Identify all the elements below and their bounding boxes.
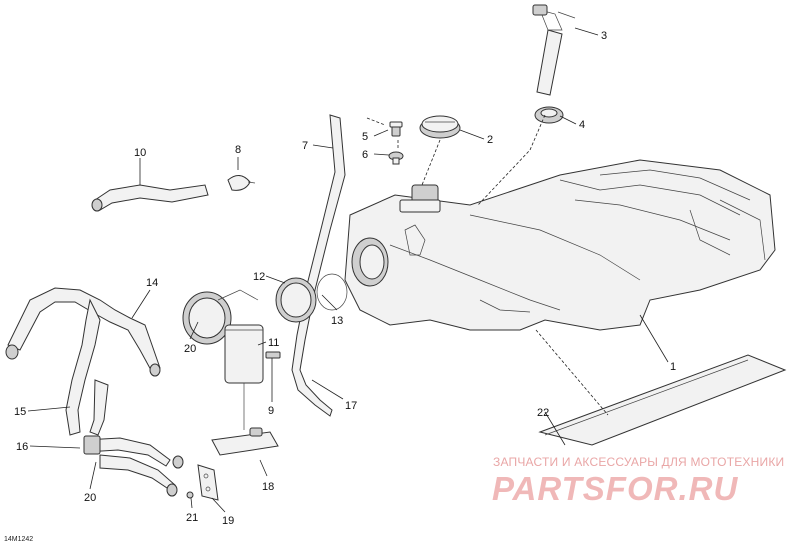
- callout-13: 13: [331, 315, 343, 327]
- callout-4: 4: [579, 119, 585, 131]
- valve-and-grommet: [388, 121, 404, 165]
- grommet: [534, 106, 564, 124]
- callout-17: 17: [345, 400, 357, 412]
- callout-9: 9: [268, 405, 274, 417]
- callout-14: 14: [146, 277, 158, 289]
- vent-hose: [291, 114, 346, 417]
- callout-19: 19: [222, 515, 234, 527]
- watermark-caption: ЗАПЧАСТИ И АКСЕССУАРЫ ДЛЯ МОТОТЕХНИКИ: [493, 455, 785, 469]
- dashed-path-5: [366, 117, 386, 126]
- callout-21: 21: [186, 512, 198, 524]
- fuel-cap: [419, 115, 461, 139]
- filler-tube: [532, 4, 576, 96]
- callout-5: 5: [362, 131, 368, 143]
- bracket: [186, 464, 219, 501]
- callout-1: 1: [670, 361, 676, 373]
- hose-assembly: [5, 287, 184, 497]
- fuel-tank: [344, 159, 776, 331]
- callout-20-hose: 20: [84, 492, 96, 504]
- callout-11: 11: [268, 337, 279, 349]
- filter: [211, 427, 279, 456]
- callout-18: 18: [262, 481, 274, 493]
- dashed-path-2: [421, 139, 441, 186]
- callout-15: 15: [14, 406, 26, 418]
- callout-numbers: 1 2 3 4 5 6 7 8 9 10 11 12 13 14 15 16 1…: [14, 30, 676, 527]
- hose-10: [91, 184, 209, 212]
- clamp-8: [227, 175, 256, 191]
- drawing-code: 14M1242: [4, 536, 34, 543]
- callout-20-pump: 20: [184, 343, 196, 355]
- callout-22: 22: [537, 407, 549, 419]
- watermark-logo: PARTSFOR.RU: [492, 470, 739, 507]
- pad: [538, 354, 787, 446]
- leader-lines: [27, 27, 669, 513]
- dashed-path-4: [477, 114, 546, 206]
- gasket-ring: [275, 273, 348, 323]
- dashed-path-22: [535, 329, 609, 416]
- callout-6: 6: [362, 149, 368, 161]
- callout-16: 16: [16, 441, 28, 453]
- fuel-pump: [182, 289, 281, 430]
- callout-7: 7: [302, 140, 308, 152]
- callout-12: 12: [253, 271, 265, 283]
- callout-8: 8: [235, 144, 241, 156]
- callout-2: 2: [487, 134, 493, 146]
- callout-10: 10: [134, 147, 146, 159]
- callout-3: 3: [601, 30, 607, 42]
